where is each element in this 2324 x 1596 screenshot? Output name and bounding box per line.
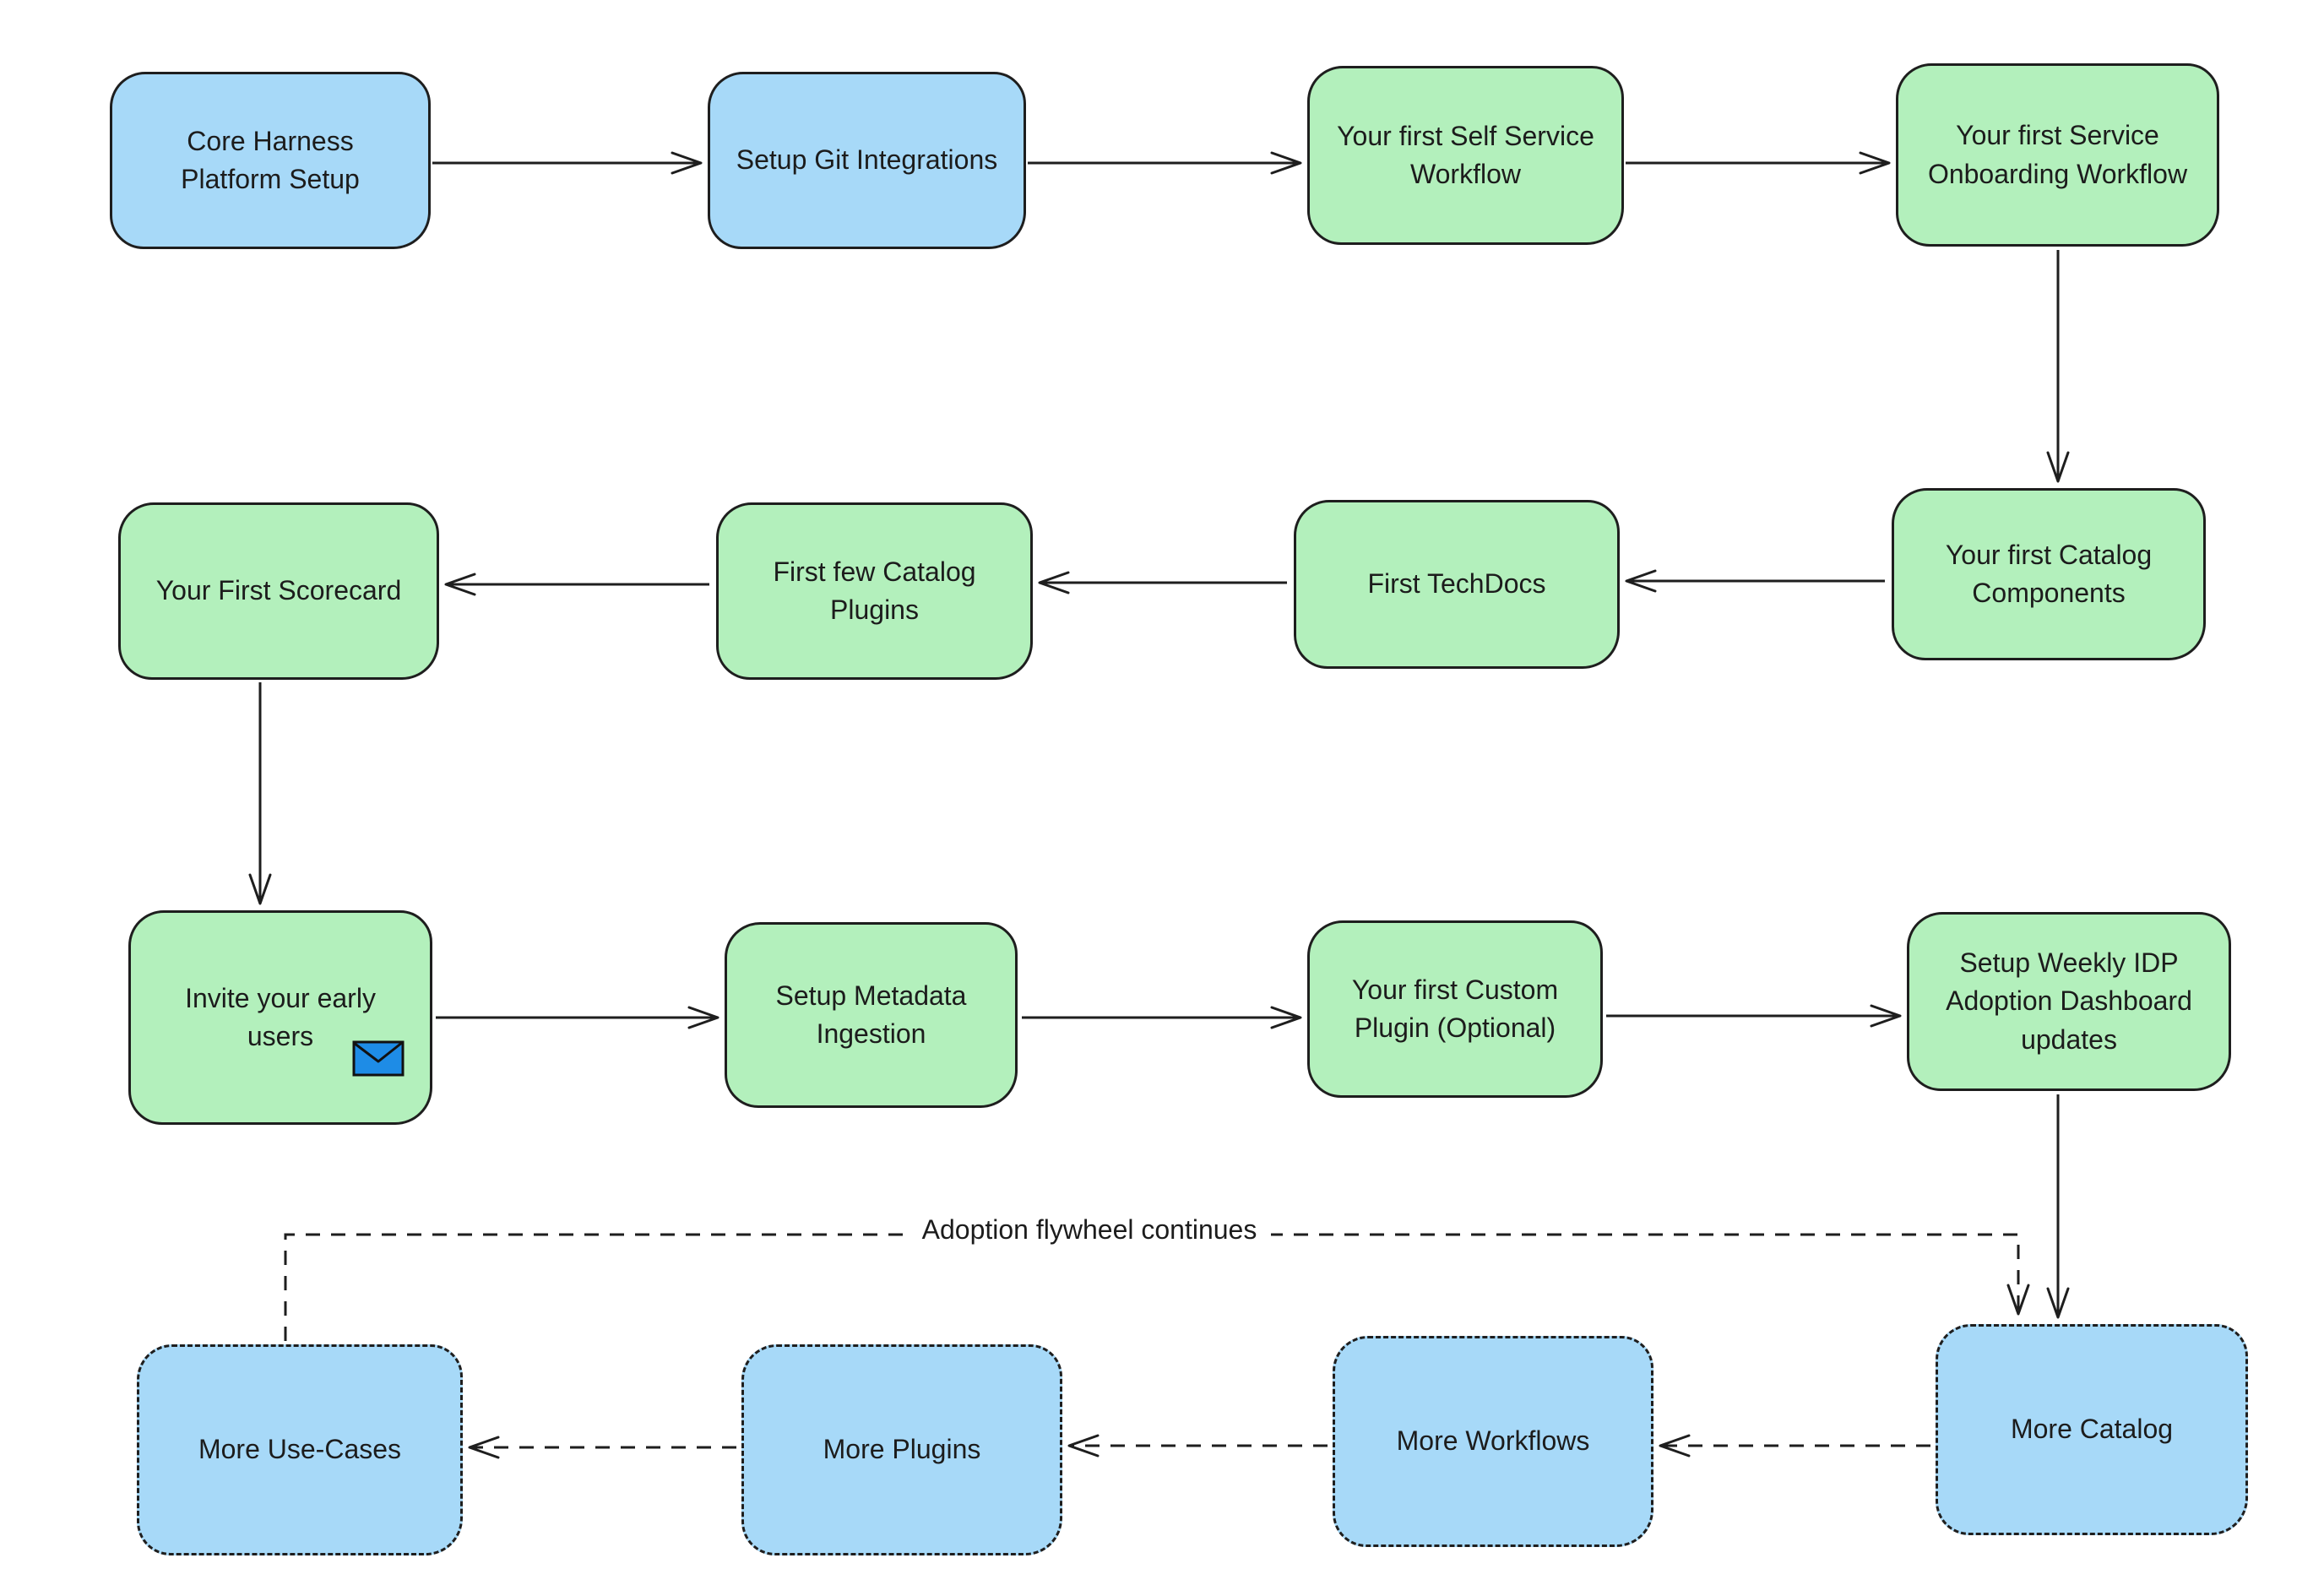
node-more-workflows: More Workflows [1333,1336,1653,1547]
envelope-icon [352,1040,405,1077]
node-first-few-catalog-plugins: First few Catalog Plugins [716,502,1033,680]
node-first-catalog-components: Your first Catalog Components [1892,488,2206,660]
node-more-plugins: More Plugins [741,1344,1062,1555]
node-label: More Catalog [2010,1414,2174,1445]
node-setup-git-integrations: Setup Git Integrations [708,72,1026,249]
node-more-catalog: More Catalog [1936,1324,2248,1535]
node-label: Invite your early users [185,982,376,1051]
node-setup-metadata-ingestion: Setup Metadata Ingestion [725,922,1018,1108]
node-first-self-service-workflow: Your first Self Service Workflow [1307,66,1624,245]
node-first-custom-plugin: Your first Custom Plugin (Optional) [1307,920,1603,1098]
node-label: Your first Catalog Components [1945,539,2153,608]
node-label: First TechDocs [1367,568,1546,600]
node-label: Setup Git Integrations [736,144,998,176]
node-label: More Workflows [1396,1425,1590,1457]
node-label: More Plugins [823,1434,981,1465]
node-first-service-onboarding-workflow: Your first Service Onboarding Workflow [1896,63,2219,247]
node-label: Setup Metadata Ingestion [775,980,967,1049]
node-label: First few Catalog Plugins [773,556,976,625]
node-label: Core Harness Platform Setup [181,125,360,194]
node-label: Your First Scorecard [155,575,402,606]
node-label: More Use-Cases [198,1434,402,1465]
node-label: Setup Weekly IDP Adoption Dashboard upda… [1946,947,2192,1055]
node-weekly-idp-adoption-dashboard: Setup Weekly IDP Adoption Dashboard upda… [1907,912,2231,1091]
node-core-harness-platform-setup: Core Harness Platform Setup [110,72,431,249]
node-label: Your first Self Service Workflow [1337,120,1594,189]
flywheel-continues-label: Adoption flywheel continues [908,1209,1271,1251]
node-invite-your-early-users: Invite your early users [128,910,432,1125]
node-more-use-cases: More Use-Cases [137,1344,463,1555]
node-your-first-scorecard: Your First Scorecard [118,502,439,680]
node-label: Your first Custom Plugin (Optional) [1351,974,1559,1043]
node-label: Your first Service Onboarding Workflow [1927,120,2188,189]
node-first-techdocs: First TechDocs [1294,500,1620,669]
